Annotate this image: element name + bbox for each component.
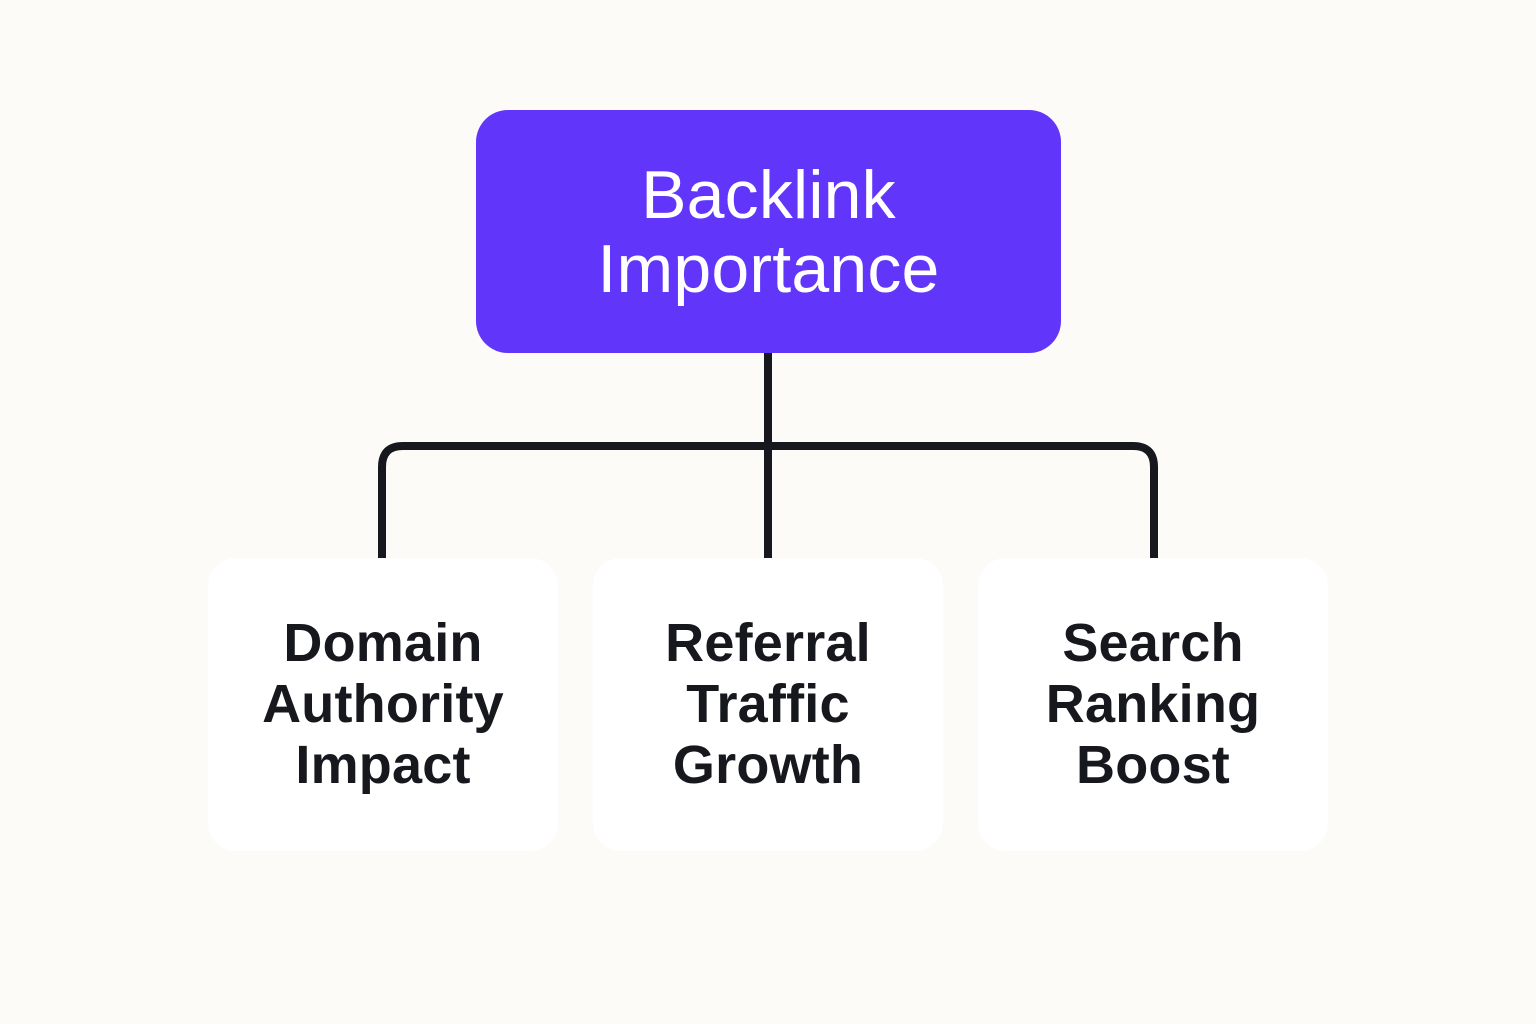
branch-line (378, 442, 1158, 562)
child-label-line: Boost (1076, 735, 1230, 795)
root-label-line: Importance (597, 230, 940, 307)
child-label-line: Impact (295, 735, 471, 795)
child-label-line: Ranking (1045, 674, 1261, 734)
child-label-line: Traffic (686, 674, 850, 734)
child-label-line: Authority (262, 674, 504, 734)
child-label: Domain Authority Impact (262, 613, 504, 796)
child-label-line: Referral (665, 613, 871, 673)
child-label: Search Ranking Boost (1046, 613, 1260, 796)
child-label-line: Search (1062, 613, 1244, 673)
child-node-search-ranking-boost: Search Ranking Boost (978, 558, 1328, 851)
root-label: Backlink Importance (597, 158, 939, 306)
child-node-domain-authority-impact: Domain Authority Impact (208, 558, 558, 851)
root-node: Backlink Importance (476, 110, 1061, 353)
child-label: Referral Traffic Growth (665, 613, 871, 796)
child-label-line: Domain (283, 613, 483, 673)
child-node-referral-traffic-growth: Referral Traffic Growth (593, 558, 943, 851)
root-label-line: Backlink (641, 156, 896, 233)
child-label-line: Growth (672, 735, 864, 795)
